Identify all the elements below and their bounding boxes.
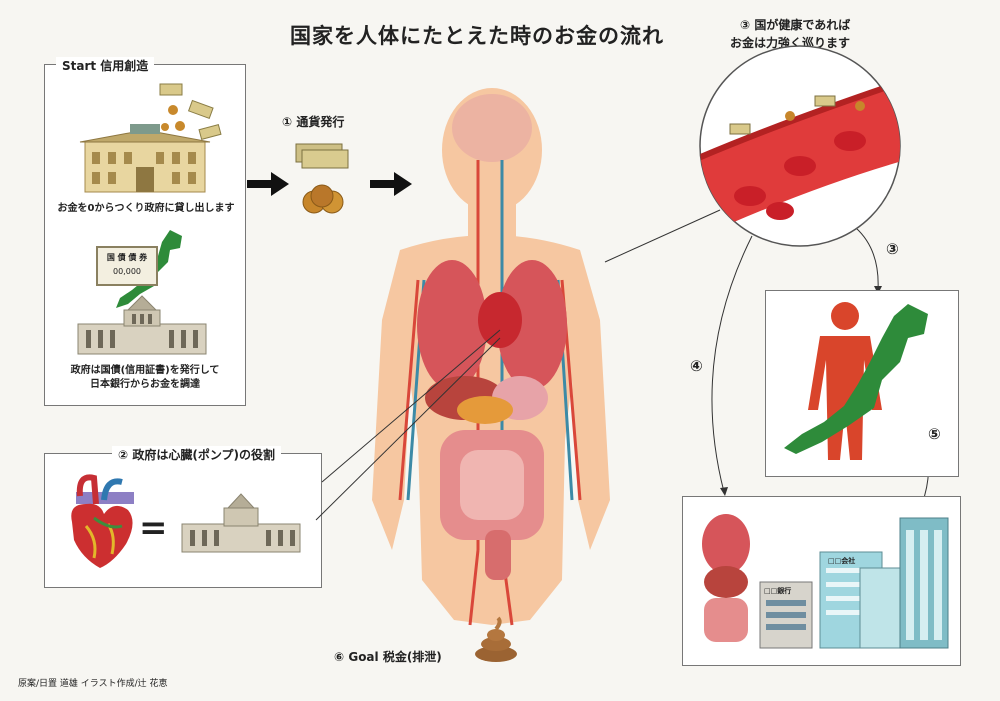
diet-building-illustration [181, 493, 301, 553]
japan-map-icon [116, 230, 182, 308]
bank-of-japan-illustration [79, 83, 222, 193]
bond-title: 国 債 債 券 [106, 253, 148, 262]
step1-label: ① 通貨発行 [282, 115, 345, 129]
bond-amount: 00,000 [113, 267, 141, 276]
government-bond: 国 債 債 券 00,000 [96, 246, 158, 286]
page-title: 国家を人体にたとえた時のお金の流れ [290, 24, 664, 48]
japan-map-icon [784, 304, 928, 454]
arrow-right-icon [370, 172, 412, 196]
organs-icon [702, 514, 750, 642]
building-sign-company: □□会社 [828, 557, 856, 565]
human-body-illustration [372, 88, 610, 626]
building-sign-bank: □□銀行 [764, 587, 792, 595]
start-caption-2-line2: 日本銀行からお金を調達 [90, 379, 200, 390]
step2-label: ② 政府は心臓(ポンプ)の役割 [112, 446, 281, 463]
blood-vessel-magnified [699, 45, 901, 247]
step3-number: ③ [886, 240, 899, 258]
money-icon [295, 143, 349, 214]
start-box-label: Start 信用創造 [56, 57, 155, 74]
city-buildings-illustration [759, 517, 949, 649]
equals-sign: = [139, 508, 168, 548]
muscle-body-illustration [808, 302, 882, 460]
step6-label: ⑥ Goal 税金(排泄) [334, 650, 442, 664]
diet-building-illustration [77, 295, 207, 355]
poop-icon [475, 616, 517, 662]
arrow-right-icon [247, 172, 289, 196]
step3-top-line2: お金は力強く巡ります [730, 36, 851, 50]
step3-top-line1: ③ 国が健康であれば [740, 18, 851, 32]
credit-text: 原案/日置 道雄 イラスト作成/辻 花恵 [18, 679, 168, 689]
step4-number: ④ [690, 357, 703, 375]
start-caption-2-line1: 政府は国債(信用証書)を発行して [70, 365, 220, 376]
heart-icon [71, 474, 134, 568]
start-caption-1: お金を0からつくり政府に貸し出します [57, 203, 235, 214]
step5-number: ⑤ [928, 425, 941, 443]
